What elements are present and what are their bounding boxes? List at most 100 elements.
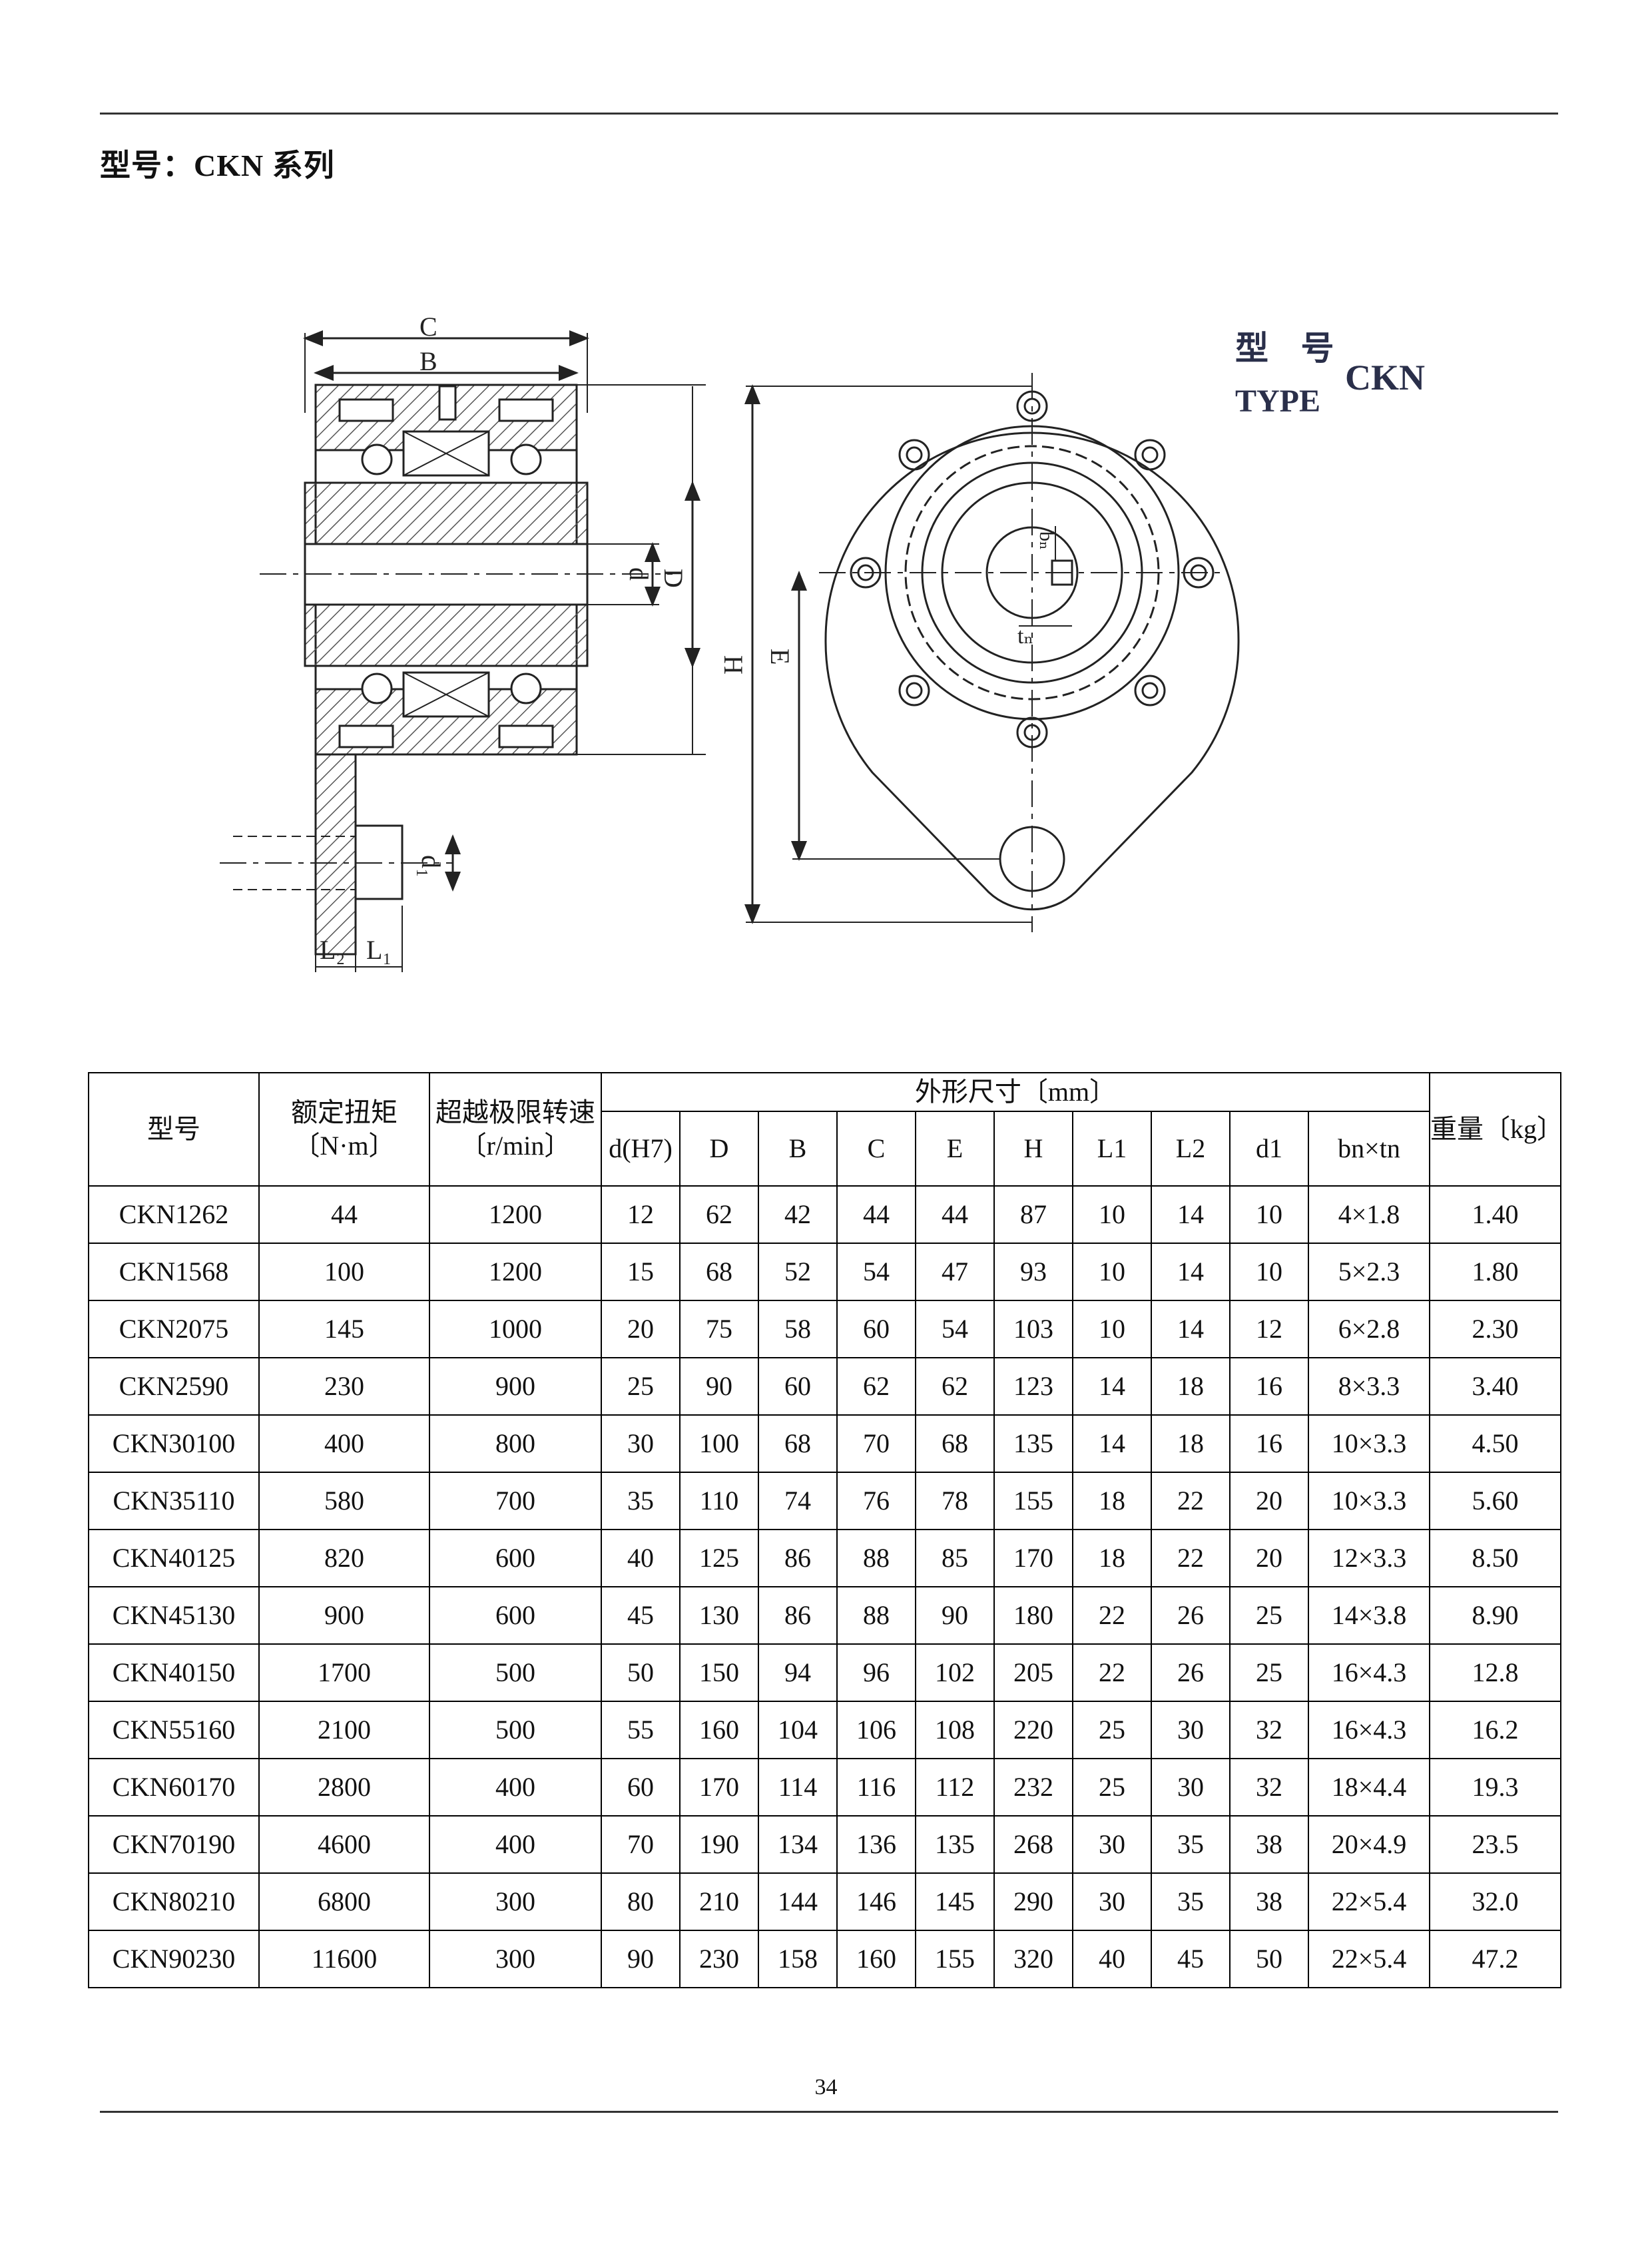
- type-label-en: TYPE: [1235, 384, 1320, 419]
- header-dim: C: [836, 1111, 916, 1187]
- table-cell: 1200: [429, 1243, 602, 1301]
- table-cell: 600: [429, 1586, 602, 1645]
- table-cell: 35: [1151, 1872, 1231, 1931]
- table-cell: 10×3.3: [1307, 1414, 1431, 1473]
- table-cell: 62: [915, 1357, 995, 1416]
- table-cell: 68: [915, 1414, 995, 1473]
- table-cell: 900: [429, 1357, 602, 1416]
- table-cell: 112: [915, 1758, 995, 1817]
- table-cell: 1.40: [1429, 1185, 1562, 1244]
- table-cell: 1200: [429, 1185, 602, 1244]
- technical-drawing: C B d D d₁ L₂ L₁: [220, 312, 1425, 972]
- table-cell: 114: [758, 1758, 838, 1817]
- table-cell: 68: [758, 1414, 838, 1473]
- header-dim: L1: [1072, 1111, 1152, 1187]
- table-cell: 16.2: [1429, 1701, 1562, 1759]
- table-cell: 32: [1229, 1758, 1309, 1817]
- table-cell: 12: [1229, 1300, 1309, 1358]
- table-cell: 50: [1229, 1930, 1309, 1988]
- top-rule: [100, 113, 1558, 115]
- header-dim: d1: [1229, 1111, 1309, 1187]
- table-cell: 900: [258, 1586, 430, 1645]
- table-cell: 104: [758, 1701, 838, 1759]
- table-cell: 26: [1151, 1586, 1231, 1645]
- table-cell: CKN2075: [88, 1300, 260, 1358]
- table-cell: 18: [1151, 1414, 1231, 1473]
- header-dim: D: [679, 1111, 759, 1187]
- header-dimensions-group: 外形尺寸〔mm〕: [600, 1072, 1431, 1112]
- table-cell: 100: [679, 1414, 759, 1473]
- table-cell: 170: [993, 1529, 1073, 1587]
- table-cell: 86: [758, 1529, 838, 1587]
- table-cell: 1700: [258, 1643, 430, 1702]
- table-cell: 2800: [258, 1758, 430, 1817]
- table-cell: 130: [679, 1586, 759, 1645]
- table-cell: 106: [836, 1701, 916, 1759]
- spec-table-container: 型号 额定扭矩〔N·m〕 超越极限转速〔r/min〕 外形尺寸〔mm〕 重量〔k…: [88, 1072, 1563, 1988]
- table-cell: 14: [1151, 1243, 1231, 1301]
- table-cell: 10: [1072, 1185, 1152, 1244]
- table-cell: 44: [915, 1185, 995, 1244]
- type-label: 型 号 TYPE CKN: [1235, 330, 1425, 419]
- table-cell: 18: [1072, 1472, 1152, 1530]
- table-cell: CKN90230: [88, 1930, 260, 1988]
- table-cell: 400: [429, 1758, 602, 1817]
- table-cell: 145: [258, 1300, 430, 1358]
- table-cell: 800: [429, 1414, 602, 1473]
- table-cell: 94: [758, 1643, 838, 1702]
- table-cell: 820: [258, 1529, 430, 1587]
- table-cell: 60: [758, 1357, 838, 1416]
- table-cell: 40: [1072, 1930, 1152, 1988]
- table-cell: 116: [836, 1758, 916, 1817]
- table-cell: 22: [1151, 1529, 1231, 1587]
- table-cell: 32.0: [1429, 1872, 1562, 1931]
- table-cell: 14×3.8: [1307, 1586, 1431, 1645]
- table-cell: 6800: [258, 1872, 430, 1931]
- table-cell: 75: [679, 1300, 759, 1358]
- front-view: [744, 373, 1240, 932]
- table-cell: 16×4.3: [1307, 1701, 1431, 1759]
- table-cell: 22×5.4: [1307, 1930, 1431, 1988]
- bottom-rule: [100, 2111, 1558, 2113]
- dim-label-e: E: [765, 649, 795, 665]
- table-cell: 22×5.4: [1307, 1872, 1431, 1931]
- table-cell: 8×3.3: [1307, 1357, 1431, 1416]
- table-cell: 5.60: [1429, 1472, 1562, 1530]
- type-label-zh: 型 号: [1235, 330, 1346, 367]
- table-cell: 96: [836, 1643, 916, 1702]
- table-cell: 20: [601, 1300, 681, 1358]
- table-cell: 135: [993, 1414, 1073, 1473]
- table-cell: 12: [601, 1185, 681, 1244]
- table-cell: CKN60170: [88, 1758, 260, 1817]
- table-cell: 93: [993, 1243, 1073, 1301]
- table-cell: 22: [1072, 1586, 1152, 1645]
- table-cell: 230: [258, 1357, 430, 1416]
- table-cell: 25: [1229, 1586, 1309, 1645]
- table-cell: 145: [915, 1872, 995, 1931]
- table-cell: 230: [679, 1930, 759, 1988]
- table-cell: 110: [679, 1472, 759, 1530]
- table-cell: 500: [429, 1701, 602, 1759]
- dim-label-big-d: D: [659, 569, 688, 588]
- table-cell: 5×2.3: [1307, 1243, 1431, 1301]
- table-cell: 268: [993, 1815, 1073, 1874]
- table-cell: 125: [679, 1529, 759, 1587]
- table-cell: 22: [1072, 1643, 1152, 1702]
- header-dim: B: [758, 1111, 838, 1187]
- table-cell: 11600: [258, 1930, 430, 1988]
- table-cell: 32: [1229, 1701, 1309, 1759]
- table-cell: 4×1.8: [1307, 1185, 1431, 1244]
- table-cell: 170: [679, 1758, 759, 1817]
- table-cell: 78: [915, 1472, 995, 1530]
- table-cell: 62: [836, 1357, 916, 1416]
- table-cell: 42: [758, 1185, 838, 1244]
- table-cell: 600: [429, 1529, 602, 1587]
